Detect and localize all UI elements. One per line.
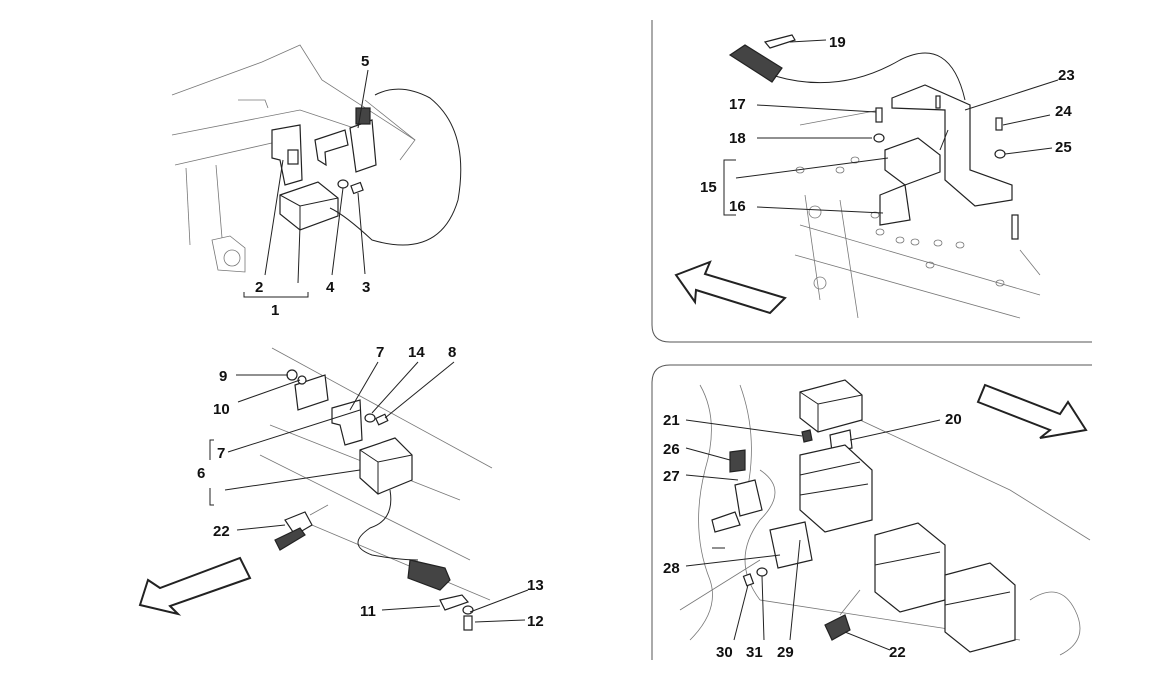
callout-30: 30 bbox=[716, 644, 733, 661]
callout-7-top: 7 bbox=[376, 344, 384, 361]
panel-frame-bottom-right bbox=[651, 364, 1092, 660]
callout-27: 27 bbox=[663, 468, 680, 485]
callout-20: 20 bbox=[945, 411, 962, 428]
callout-4: 4 bbox=[326, 279, 335, 296]
callout-5: 5 bbox=[361, 53, 369, 70]
callout-3: 3 bbox=[362, 279, 370, 296]
callout-25: 25 bbox=[1055, 139, 1072, 156]
callout-9: 9 bbox=[219, 368, 227, 385]
callout-28: 28 bbox=[663, 560, 680, 577]
callout-22-right: 22 bbox=[889, 644, 906, 661]
callout-22-left: 22 bbox=[213, 523, 230, 540]
view-bottom-right bbox=[679, 379, 1091, 656]
callout-10: 10 bbox=[213, 401, 230, 418]
callout-17: 17 bbox=[729, 96, 746, 113]
callout-29: 29 bbox=[777, 644, 794, 661]
callout-6: 6 bbox=[197, 465, 205, 482]
view-top-right bbox=[674, 34, 1059, 319]
callout-14: 14 bbox=[408, 344, 425, 361]
view-top-left bbox=[171, 44, 462, 298]
callout-15: 15 bbox=[700, 179, 717, 196]
callout-26: 26 bbox=[663, 441, 680, 458]
callout-1: 1 bbox=[271, 302, 279, 319]
direction-arrow-left bbox=[138, 556, 252, 616]
panel-frame-top-right bbox=[651, 20, 1092, 343]
callout-31: 31 bbox=[746, 644, 763, 661]
callout-16: 16 bbox=[729, 198, 746, 215]
callout-8: 8 bbox=[448, 344, 456, 361]
callout-7-left: 7 bbox=[217, 445, 225, 462]
direction-arrow-up bbox=[674, 260, 787, 315]
callout-2: 2 bbox=[255, 279, 263, 296]
direction-arrow-right bbox=[976, 383, 1088, 439]
callout-19: 19 bbox=[829, 34, 846, 51]
callout-21: 21 bbox=[663, 412, 680, 429]
callout-12: 12 bbox=[527, 613, 544, 630]
callout-23: 23 bbox=[1058, 67, 1075, 84]
callout-24: 24 bbox=[1055, 103, 1072, 120]
callout-11: 11 bbox=[360, 603, 376, 620]
callout-13: 13 bbox=[527, 577, 544, 594]
callout-18: 18 bbox=[729, 130, 746, 147]
view-bottom-left bbox=[138, 347, 529, 631]
